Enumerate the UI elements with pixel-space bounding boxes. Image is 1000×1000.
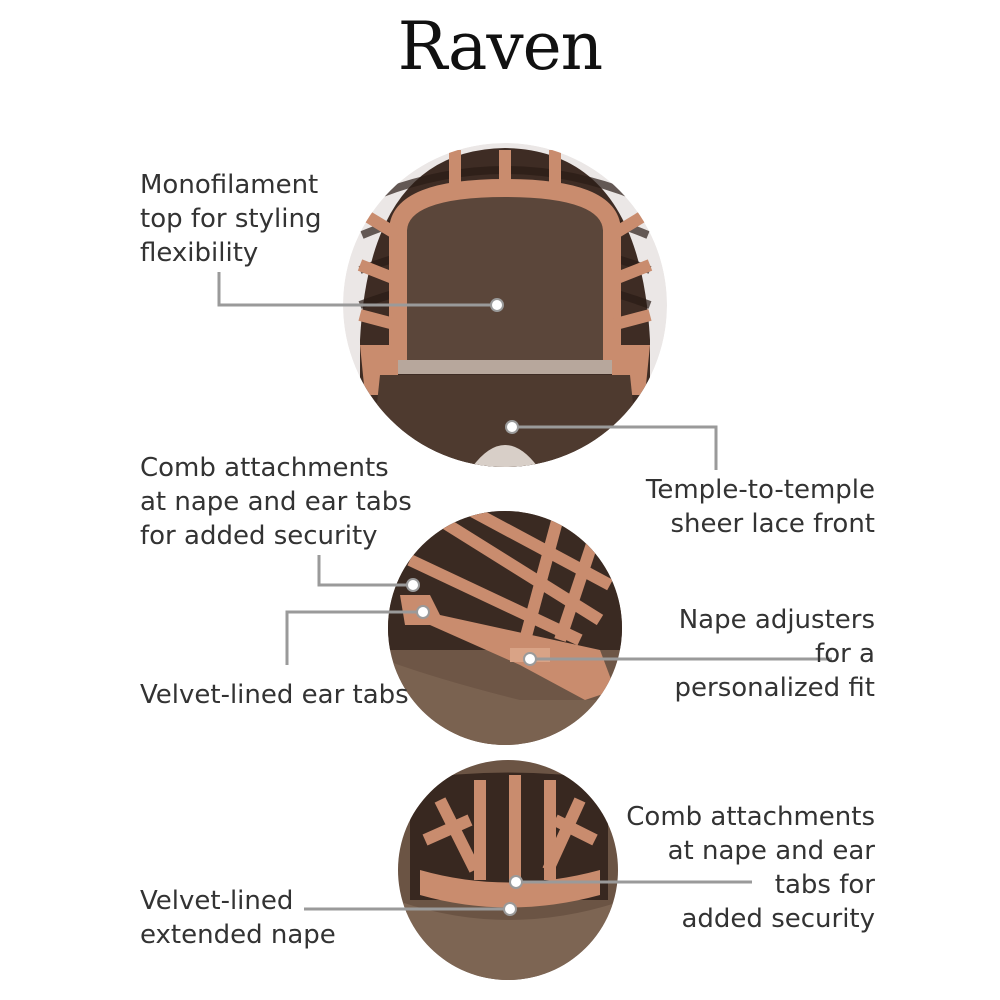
cap-side-view [388, 511, 622, 745]
callout-comb-attachments-nape-ear: Comb attachments at nape and ear tabs fo… [140, 453, 412, 551]
product-title: Raven [397, 8, 603, 85]
leader-lines [217, 272, 832, 911]
callout-monofilament-top: Monofilament top for styling flexibility [140, 170, 322, 268]
callout-comb-attachments-tabs: Comb attachments at nape and ear tabs fo… [626, 802, 875, 934]
cap-nape-view [398, 760, 618, 980]
leader-lace-front [512, 425, 718, 470]
callout-velvet-ear-tabs: Velvet-lined ear tabs [140, 680, 409, 710]
cap-top-view [343, 143, 667, 467]
callout-sheer-lace-front: Temple-to-temple sheer lace front [645, 475, 875, 539]
callout-nape-adjusters: Nape adjusters for a personalized fit [674, 605, 875, 703]
callout-velvet-extended-nape: Velvet-lined extended nape [140, 886, 336, 950]
leader-ear-tabs [285, 610, 423, 665]
leader-dots [406, 298, 537, 916]
leader-comb-1 [317, 555, 413, 587]
leader-monofilament [217, 272, 497, 307]
